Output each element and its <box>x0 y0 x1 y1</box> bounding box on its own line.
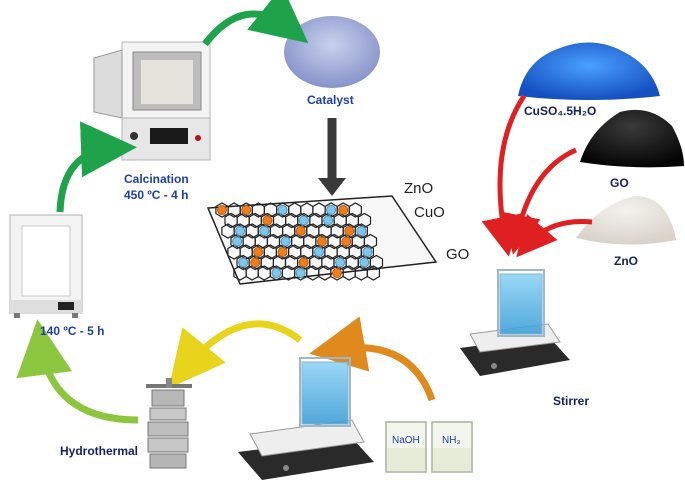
schematic-cuo-label: CuO <box>414 204 445 221</box>
oven-condition-label: 140 ºC - 5 h <box>40 324 105 338</box>
cuo-particle <box>250 257 261 268</box>
cuo-particle <box>332 268 342 278</box>
arrow-head-down <box>318 178 346 196</box>
zno-particle <box>359 257 370 268</box>
zno-powder-icon <box>576 196 676 245</box>
schematic-go-label: GO <box>446 246 470 263</box>
zno-particle <box>277 205 288 215</box>
zno-particle <box>259 226 270 236</box>
stirrer-label: Stirrer <box>553 394 590 408</box>
cuo-particle <box>253 247 264 257</box>
zno-particle <box>238 257 249 268</box>
arrow-reagents-to-stirrer <box>309 316 436 402</box>
zno-powder-label: ZnO <box>614 254 638 268</box>
cuo-particle <box>262 215 273 226</box>
cuo-particle <box>338 205 349 215</box>
zno-particle <box>280 236 291 247</box>
cuo-particle <box>298 257 309 268</box>
zno-particle <box>235 226 246 236</box>
arrow-stirrer-to-hydrothermal <box>168 320 303 389</box>
catalyst-powder-icon <box>284 16 380 88</box>
graphene-sheet-icon <box>206 195 438 285</box>
catalyst-label: Catalyst <box>307 93 354 107</box>
cuo-particle <box>341 236 352 247</box>
cuo-particle <box>295 226 306 236</box>
zno-particle <box>326 205 337 215</box>
zno-particle <box>271 268 282 278</box>
arrow-furnace-to-catalyst <box>202 0 309 47</box>
zno-particle <box>232 236 243 247</box>
cuo-particle <box>241 205 252 215</box>
zno-particle <box>295 268 306 278</box>
cuso4-powder-icon <box>518 42 660 100</box>
nh3-label: NH₃ <box>442 435 461 446</box>
zno-particle <box>313 247 324 257</box>
arrow-oven-to-furnace <box>56 121 137 213</box>
cuo-particle <box>316 236 327 247</box>
arrow-go-to-beaker <box>501 147 578 255</box>
beaker-nh3-icon <box>431 421 473 473</box>
hotplate-stirrer-center-icon <box>238 357 374 480</box>
oven-icon <box>9 214 83 318</box>
arrow-zno-to-beaker <box>516 214 593 258</box>
zno-particle <box>335 257 346 268</box>
naoh-label: NaOH <box>392 435 420 446</box>
arrow-hydrothermal-to-oven <box>16 319 139 424</box>
zno-particle <box>323 215 334 226</box>
schematic-zno-label: ZnO <box>404 180 434 197</box>
beaker-naoh-icon <box>385 421 427 473</box>
furnace-icon <box>93 41 211 161</box>
cuo-particle <box>344 226 355 236</box>
zno-particle <box>356 226 367 236</box>
calcination-condition-label: 450 ºC - 4 h <box>124 188 189 202</box>
zno-particle <box>298 215 309 226</box>
calcination-label: Calcination <box>124 172 189 186</box>
hotplate-stirrer-right-icon <box>460 269 570 376</box>
go-powder-label: GO <box>610 176 629 190</box>
go-powder-icon <box>580 109 684 168</box>
autoclave-icon <box>146 378 192 469</box>
cuso4-label: CuSO₄.5H₂O <box>524 104 597 118</box>
cuo-particle <box>277 247 288 257</box>
hydrothermal-label: Hydrothermal <box>60 444 139 458</box>
cuo-particle <box>217 205 227 215</box>
zno-particle <box>362 247 373 257</box>
